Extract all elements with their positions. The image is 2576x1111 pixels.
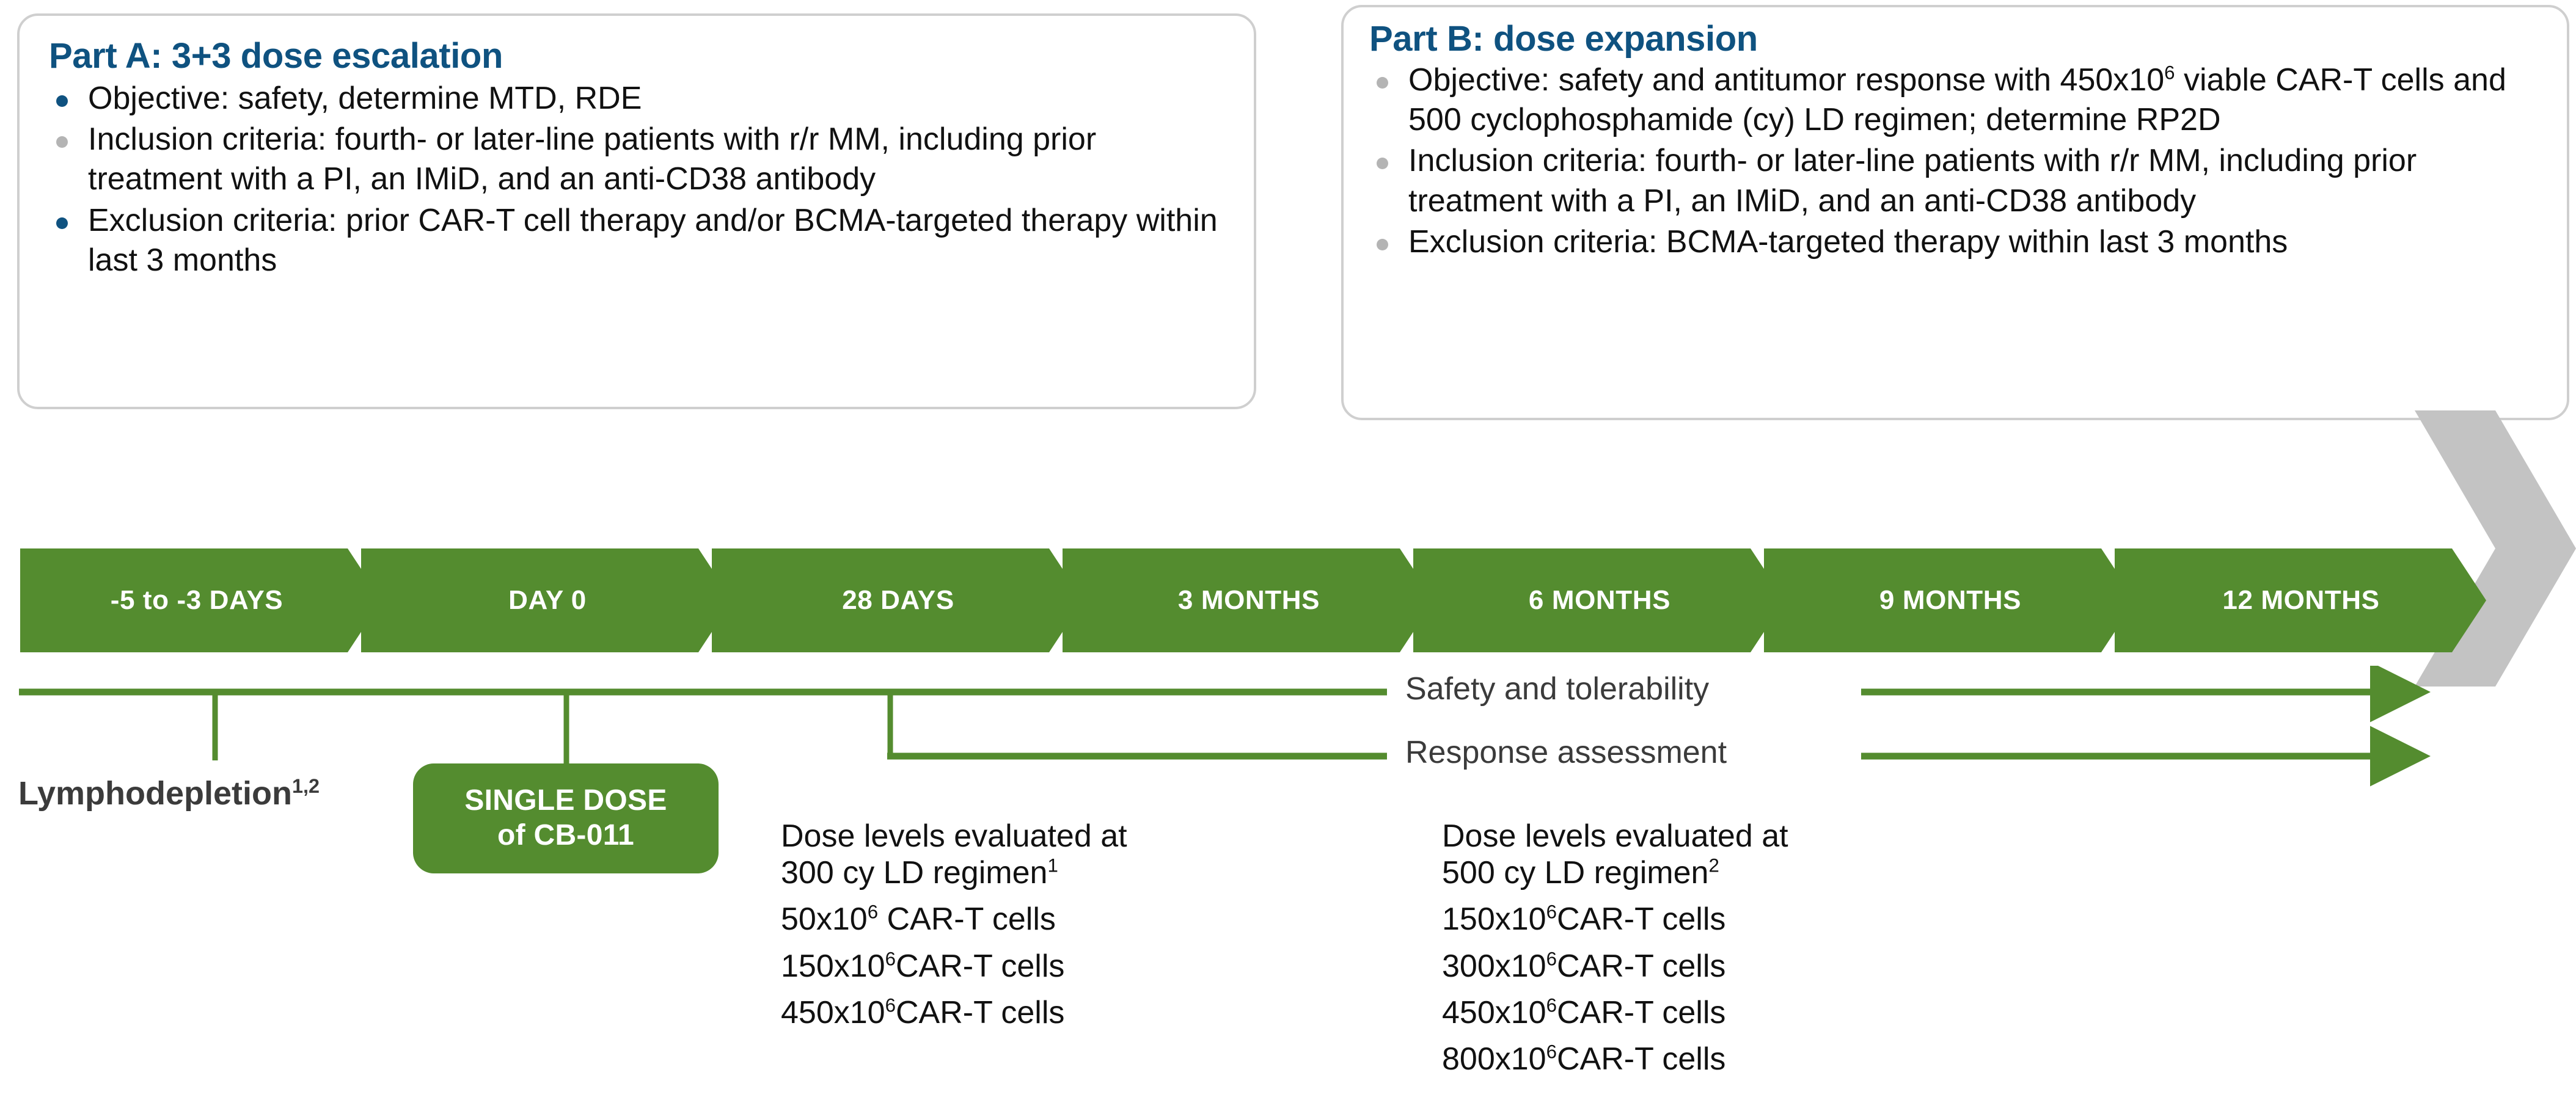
dose-a-level-1-sup: 6	[867, 902, 879, 923]
dose-a-header-2-text: 300 cy LD regimen	[781, 855, 1048, 891]
dose-a-level-2-sup: 6	[885, 948, 896, 970]
dose-a-header-2-sup: 1	[1047, 854, 1058, 876]
dose-b-level-2-num: 300x10	[1442, 948, 1546, 984]
dose-b-level-2: 300x106CAR-T cells	[1442, 949, 1788, 984]
dose-a-level-2: 150x106CAR-T cells	[781, 949, 1127, 984]
part-a-panel: Part A: 3+3 dose escalation Objective: s…	[17, 13, 1256, 409]
part-b-bullet-inclusion: Inclusion criteria: fourth- or later-lin…	[1372, 141, 2545, 221]
dose-b-level-1-unit: CAR-T cells	[1556, 902, 1726, 938]
part-b-bullet-objective-pre: Objective: safety and antitumor response…	[1408, 62, 2165, 98]
connector-lines	[19, 666, 2431, 787]
timeline-segment-6[interactable]	[1764, 548, 2135, 652]
dose-a-level-2-num: 150x10	[781, 948, 885, 984]
part-b-bullet-objective: Objective: safety and antitumor response…	[1372, 60, 2545, 140]
part-b-bullet-objective-sup: 6	[2164, 62, 2175, 84]
part-a-title: Part A: 3+3 dose escalation	[49, 36, 503, 76]
dose-a-level-2-unit: CAR-T cells	[895, 948, 1065, 984]
part-a-bullet-objective: Objective: safety, determine MTD, RDE	[51, 79, 1227, 118]
timeline-segment-3[interactable]	[712, 548, 1083, 652]
part-a-bullet-inclusion-text: Inclusion criteria: fourth- or later-lin…	[88, 122, 1097, 197]
dose-b-level-3-unit: CAR-T cells	[1556, 994, 1726, 1030]
part-b-bullet-exclusion: Exclusion criteria: BCMA-targeted therap…	[1372, 222, 2545, 262]
timeline-segment-1[interactable]	[20, 548, 382, 652]
part-b-bullet-objective-post: viable CAR-T cells and 500 cyclophospham…	[1408, 62, 2506, 138]
timeline-chevrons	[20, 548, 2486, 652]
part-b-bullet-exclusion-text: Exclusion criteria: BCMA-targeted therap…	[1408, 224, 2288, 260]
dose-b-level-4-unit: CAR-T cells	[1556, 1041, 1726, 1077]
lymphodepletion-label-text: Lymphodepletion	[18, 775, 292, 812]
dose-a-level-1-unit: CAR-T cells	[878, 902, 1056, 938]
dose-a-level-3-sup: 6	[885, 994, 896, 1016]
single-dose-line-1: SINGLE DOSE	[464, 784, 667, 817]
timeline-chevron-band: -5 to -3 DAYS DAY 0 28 DAYS 3 MONTHS 6 M…	[0, 542, 2511, 658]
timeline-segment-7[interactable]	[2115, 548, 2486, 652]
timeline-segment-2[interactable]	[361, 548, 733, 652]
single-dose-line-2: of CB-011	[497, 819, 635, 851]
lymphodepletion-label: Lymphodepletion1,2	[18, 774, 320, 812]
dose-b-level-1: 150x106CAR-T cells	[1442, 902, 1788, 937]
dose-b-header-2: 500 cy LD regimen2	[1442, 855, 1788, 891]
safety-and-tolerability-label: Safety and tolerability	[1405, 671, 1710, 707]
part-a-bullet-inclusion: Inclusion criteria: fourth- or later-lin…	[51, 120, 1227, 200]
part-a-bullet-exclusion-text: Exclusion criteria: prior CAR-T cell the…	[88, 202, 1218, 278]
dose-a-level-3-num: 450x10	[781, 994, 885, 1030]
dose-b-header-2-text: 500 cy LD regimen	[1442, 855, 1709, 891]
dose-a-level-1-num: 50x10	[781, 902, 868, 938]
dose-b-level-3: 450x106CAR-T cells	[1442, 995, 1788, 1030]
dose-b-level-2-sup: 6	[1546, 948, 1557, 970]
dose-a-level-1: 50x106 CAR-T cells	[781, 902, 1127, 937]
part-b-panel: Part B: dose expansion Objective: safety…	[1341, 5, 2569, 420]
dose-levels-block-part-b: Dose levels evaluated at 500 cy LD regim…	[1442, 818, 1788, 1088]
single-dose-badge[interactable]: SINGLE DOSE of CB-011	[413, 763, 719, 873]
part-b-bullet-inclusion-text: Inclusion criteria: fourth- or later-lin…	[1408, 143, 2417, 219]
dose-a-header-1: Dose levels evaluated at	[781, 818, 1127, 854]
dose-b-level-4-num: 800x10	[1442, 1041, 1546, 1077]
dose-b-level-1-num: 150x10	[1442, 902, 1546, 938]
timeline-segment-4[interactable]	[1063, 548, 1434, 652]
response-assessment-label: Response assessment	[1405, 735, 1727, 770]
part-a-bullet-exclusion: Exclusion criteria: prior CAR-T cell the…	[51, 201, 1227, 281]
dose-b-level-4: 800x106CAR-T cells	[1442, 1041, 1788, 1077]
timeline-segment-5[interactable]	[1413, 548, 1785, 652]
dose-b-level-1-sup: 6	[1546, 902, 1557, 923]
dose-a-header-2: 300 cy LD regimen1	[781, 855, 1127, 891]
dose-b-level-3-num: 450x10	[1442, 994, 1546, 1030]
dose-b-level-3-sup: 6	[1546, 994, 1557, 1016]
dose-levels-block-part-a: Dose levels evaluated at 300 cy LD regim…	[781, 818, 1127, 1041]
dose-a-level-3-unit: CAR-T cells	[895, 994, 1065, 1030]
dose-b-header-2-sup: 2	[1708, 854, 1719, 876]
part-a-bullet-objective-text: Objective: safety, determine MTD, RDE	[88, 80, 642, 116]
part-b-title: Part B: dose expansion	[1369, 19, 1758, 59]
dose-a-level-3: 450x106CAR-T cells	[781, 995, 1127, 1030]
dose-b-header-1: Dose levels evaluated at	[1442, 818, 1788, 854]
dose-b-level-4-sup: 6	[1546, 1041, 1557, 1063]
part-b-bullet-list: Objective: safety and antitumor response…	[1372, 60, 2545, 262]
part-a-bullet-list: Objective: safety, determine MTD, RDE In…	[51, 79, 1227, 280]
dose-b-level-2-unit: CAR-T cells	[1556, 948, 1726, 984]
lymphodepletion-footnote-sup: 1,2	[291, 775, 320, 797]
